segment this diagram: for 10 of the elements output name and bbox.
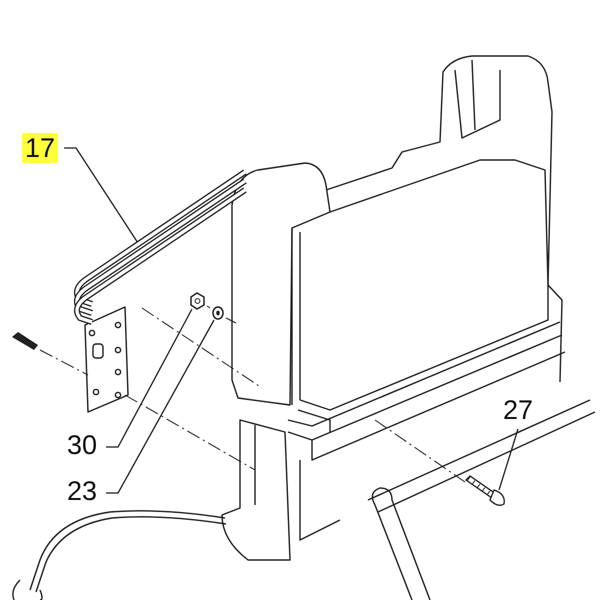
leader-line bbox=[106, 320, 215, 494]
leader-line bbox=[498, 428, 519, 490]
callout-number: 17 bbox=[22, 133, 58, 163]
tube-coil-drawing bbox=[74, 170, 247, 325]
screw-drawing bbox=[464, 475, 505, 506]
callout-number: 23 bbox=[64, 476, 100, 506]
callout-number: 30 bbox=[64, 430, 100, 460]
leader-line bbox=[64, 147, 139, 244]
callout-number: 27 bbox=[500, 395, 536, 425]
leader-line bbox=[106, 308, 193, 448]
